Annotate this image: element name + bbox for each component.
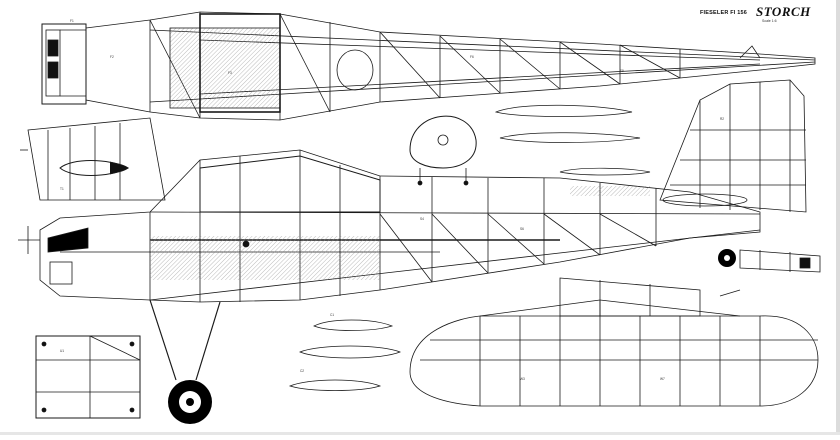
wing-plan (409, 277, 819, 407)
label-top-d: F6 (470, 55, 474, 59)
title-maker: FIESELER FI 156 (700, 10, 748, 16)
label-tp-a: T1 (60, 187, 64, 191)
rib-profiles (288, 104, 651, 391)
tailwheel-bracket (739, 249, 821, 273)
label-sec-a: C1 (330, 313, 334, 317)
label-top-c: F3 (228, 71, 232, 75)
tail-wheel (718, 249, 736, 267)
bulkhead-section (409, 115, 477, 186)
label-uc-a: U1 (60, 349, 64, 353)
fuselage-side-view (18, 149, 761, 381)
label-wing-a: W3 (520, 377, 525, 381)
part-labels: F1 F2 F3 F6 F9 T1 S4 S6 R2 W3 W7 U1 C1 C… (60, 19, 724, 381)
label-side-b: S6 (520, 227, 524, 231)
label-top-a: F1 (70, 19, 74, 23)
label-sec-b: C2 (300, 369, 304, 373)
title-block: FIESELER FI 156 STORCH Scale 1:6 (700, 4, 810, 32)
label-top-b: F2 (110, 55, 114, 59)
bottom-edge (0, 432, 840, 435)
main-wheel (168, 380, 212, 424)
label-top-e: F9 (620, 69, 624, 73)
label-side-a: S4 (420, 217, 424, 221)
rudder-fin (659, 79, 807, 213)
tailplane-left (20, 117, 166, 201)
title-scale: Scale 1:6 (762, 19, 777, 23)
window-edge (836, 0, 840, 435)
label-wing-b: W7 (660, 377, 665, 381)
fuselage-top-view (41, 11, 816, 121)
label-fin-a: R2 (720, 117, 724, 121)
title-model: STORCH (756, 4, 811, 19)
undercarriage-detail (35, 335, 141, 419)
